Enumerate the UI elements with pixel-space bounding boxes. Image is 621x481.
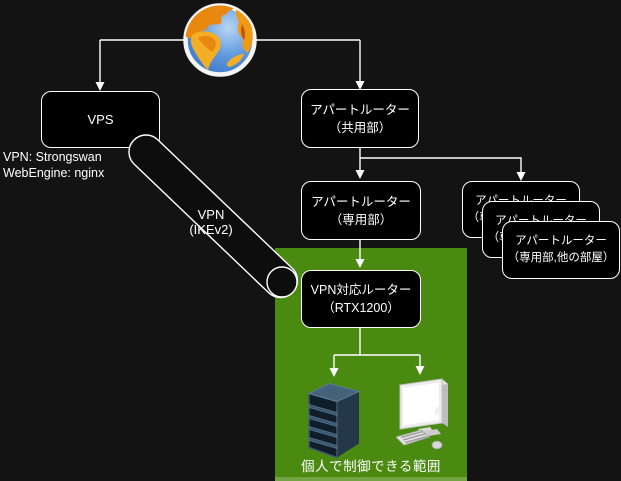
zone-bottom-edge [275,477,467,481]
node-router-shared-line1: アパートルーター [310,102,410,117]
node-router-private-line1: アパートルーター [311,194,411,209]
vps-note-webengine: WebEngine: nginx [3,166,105,180]
node-vpn-router-line1: VPN対応ルーター [310,283,412,297]
vpn-tunnel-label-line1: VPN [197,207,225,222]
vpn-tunnel-label: VPN (IKEv2) [161,207,261,237]
node-router-other-front: アパートルーター （専用部,他の部屋） [502,221,620,279]
desktop-pc-icon [396,378,448,450]
node-vpn-router-line2: （RTX1200） [322,301,400,315]
node-vpn-router: VPN対応ルーター （RTX1200） [301,270,421,328]
node-vps-label: VPS [87,111,114,127]
node-router-shared: アパートルーター （共用部） [301,89,419,148]
vps-notes: VPN: Strongswan WebEngine: nginx [3,149,104,181]
server-rack-icon [307,382,361,459]
vps-note-vpn: VPN: Strongswan [3,150,102,164]
node-router-shared-line2: （共用部） [328,120,392,135]
zone-label: 個人で制御できる範囲 [301,459,441,474]
tube-opening [266,266,298,298]
node-router-private-line2: （専用部） [329,212,393,227]
vpn-tunnel-label-line2: (IKEv2) [189,222,233,237]
node-router-other-line1: アパートルーター [515,235,607,247]
globe-icon [183,3,257,77]
node-router-private: アパートルーター （専用部） [301,181,421,240]
node-router-other-line2: （専用部,他の部屋） [507,252,615,264]
